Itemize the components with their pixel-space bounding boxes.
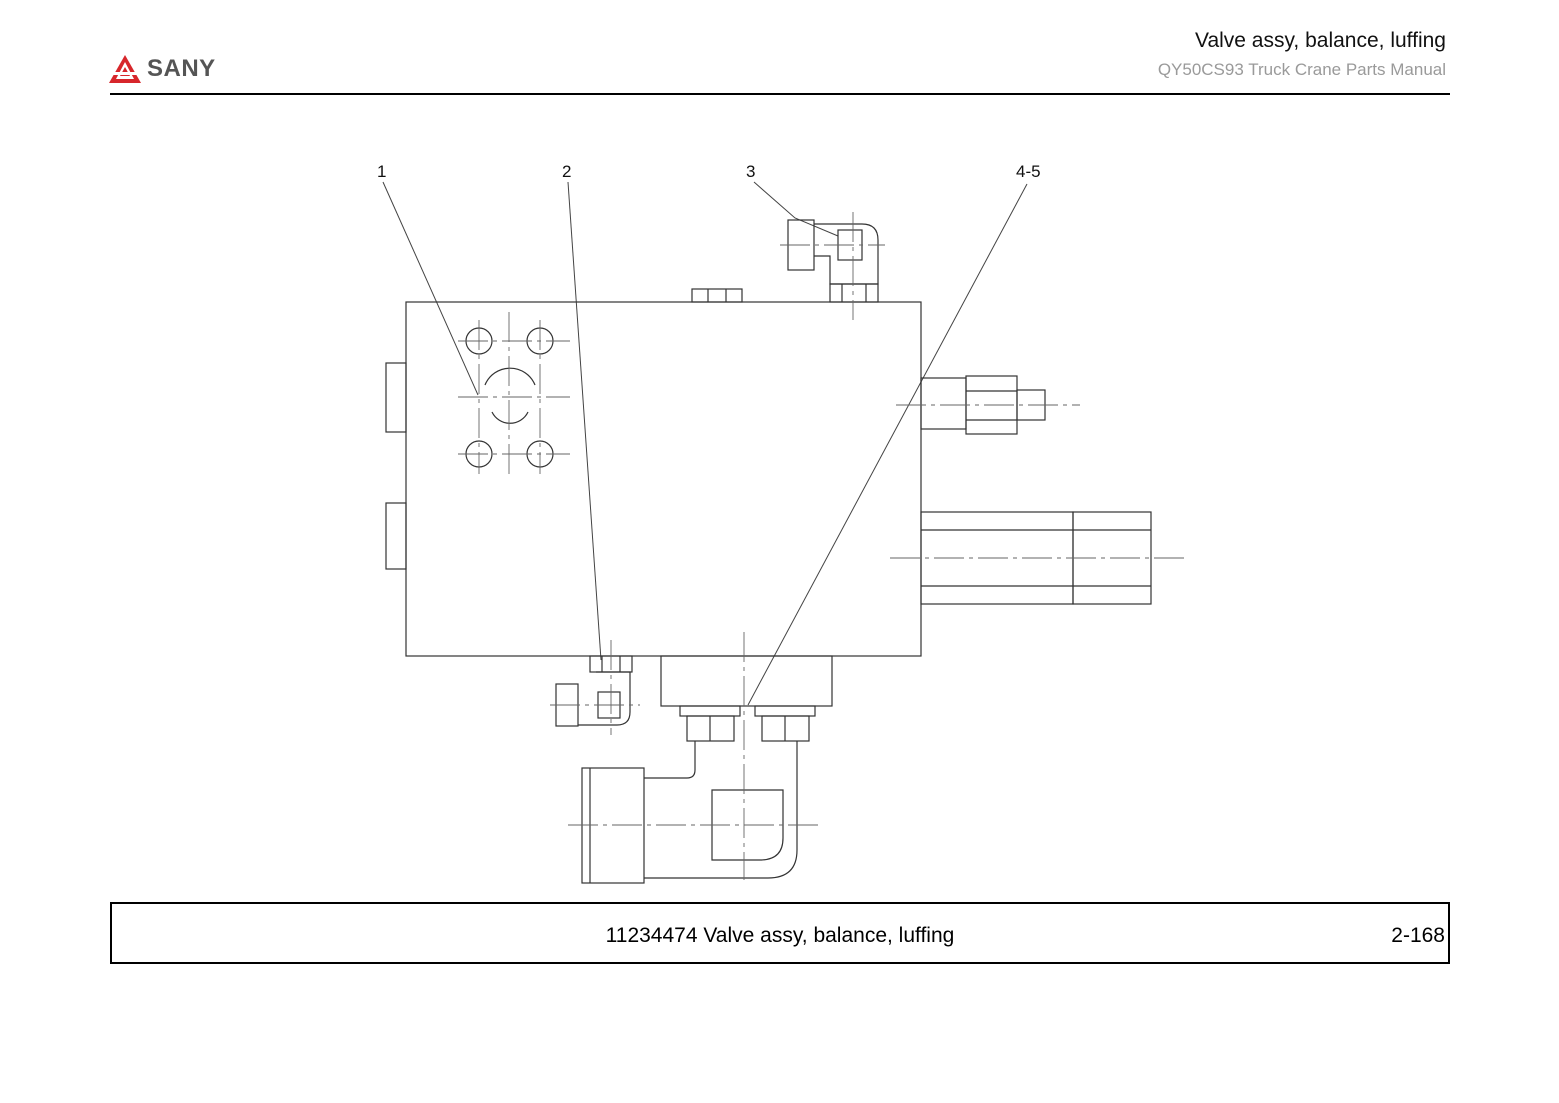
elbow-fitting-bottom: [550, 640, 640, 735]
leader-line-1: [382, 181, 479, 396]
logo-wordmark: SANY: [147, 55, 216, 82]
leader-line-3: [753, 181, 839, 237]
document-subtitle: QY50CS93 Truck Crane Parts Manual: [1157, 60, 1446, 79]
right-upper-fitting: [896, 375, 1080, 435]
footer-caption-box: 11234474 Valve assy, balance, luffing 2-…: [110, 902, 1450, 964]
leader-line-2: [567, 181, 602, 661]
callout-1: 1: [377, 162, 386, 181]
brand-logo: SANY: [108, 52, 238, 86]
callout-4-5: 4-5: [1016, 162, 1041, 181]
callout-3: 3: [746, 162, 755, 181]
left-port-lower: [385, 502, 407, 570]
left-port-upper: [385, 362, 407, 433]
callout-2: 2: [562, 162, 571, 181]
leader-lines: [382, 181, 1028, 706]
right-lower-fitting: [890, 511, 1185, 605]
mounting-flange: [458, 312, 570, 478]
elbow-fitting-top: [780, 212, 885, 320]
footer-caption: 11234474 Valve assy, balance, luffing: [605, 924, 955, 947]
sany-logo-icon: [109, 55, 141, 83]
valve-body: [405, 301, 922, 657]
page-number: 2-168: [1391, 924, 1445, 947]
document-title: Valve assy, balance, luffing: [1195, 29, 1446, 52]
top-plug: [691, 288, 743, 303]
bottom-manifold: [568, 632, 833, 884]
leader-line-4-5: [747, 183, 1028, 706]
header-divider: [110, 93, 1450, 95]
